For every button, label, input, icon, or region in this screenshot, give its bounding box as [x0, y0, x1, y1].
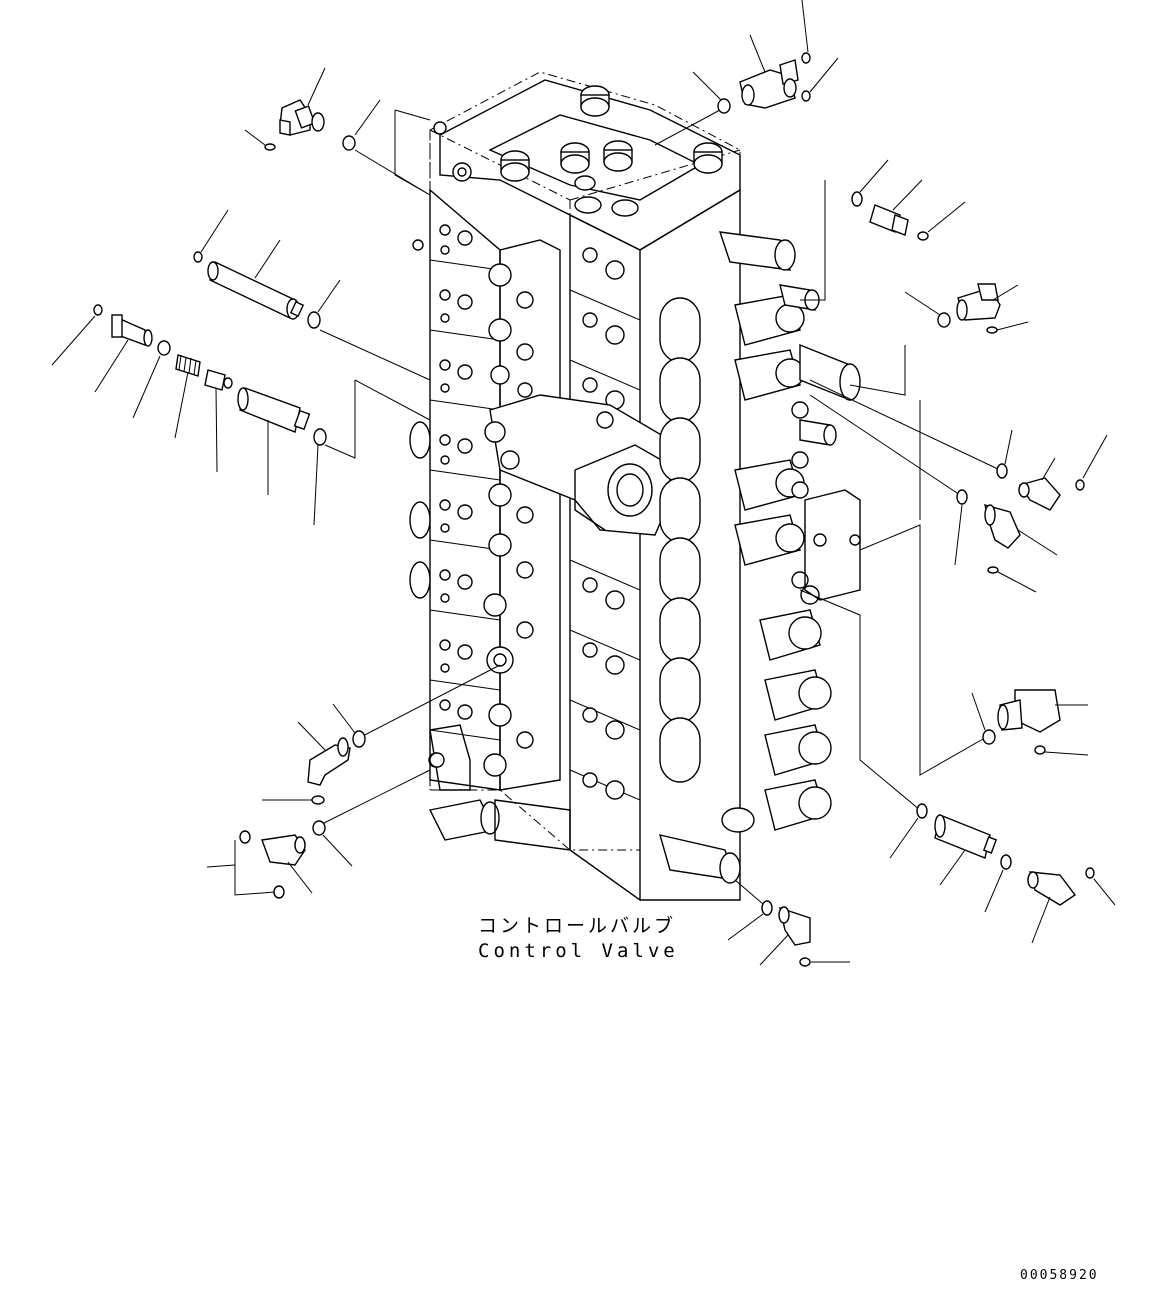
control-valve-body	[409, 71, 861, 902]
exploded-parts	[51, 0, 1116, 967]
top-bolts	[500, 85, 723, 217]
diagram-title-japanese: コントロールバルブ	[478, 915, 677, 937]
elbow-fitting-top-left	[244, 67, 326, 151]
elbow-fitting-right-lower	[971, 689, 1089, 756]
elbow-fitting-bottom-left-lower	[239, 820, 353, 899]
lower-base-blocks	[428, 724, 741, 884]
central-port-block	[484, 394, 671, 536]
elbow-fitting-right-upper	[904, 283, 1029, 334]
middle-face-sections	[569, 213, 641, 902]
relief-valve-components	[51, 304, 311, 495]
spool-cap-column-right	[734, 294, 832, 831]
top-right-spools	[718, 231, 861, 446]
elbow-fitting-bottom-left-upper	[262, 703, 366, 805]
sleeve-and-elbow-bottom-right	[889, 803, 1116, 944]
diagram-title-english: Control Valve	[478, 940, 679, 962]
straight-fitting-right	[851, 159, 966, 241]
leader-lines	[206, 109, 1001, 911]
spool-cap-column-left	[659, 297, 701, 783]
elbow-fitting-top-right	[739, 0, 839, 109]
o-ring	[307, 311, 321, 329]
o-ring	[717, 98, 731, 114]
o-ring	[313, 428, 327, 446]
left-flange-column	[483, 239, 561, 791]
left-face-sections	[428, 188, 501, 791]
drawing-number: 00058920	[1020, 1268, 1099, 1283]
left-rear-bosses	[409, 121, 472, 599]
fittings-right-middle	[954, 429, 1108, 593]
spool-caps-right	[639, 188, 861, 901]
o-ring	[342, 135, 356, 151]
long-plug	[193, 209, 305, 320]
elbow-fitting-bottom-center	[727, 900, 850, 967]
